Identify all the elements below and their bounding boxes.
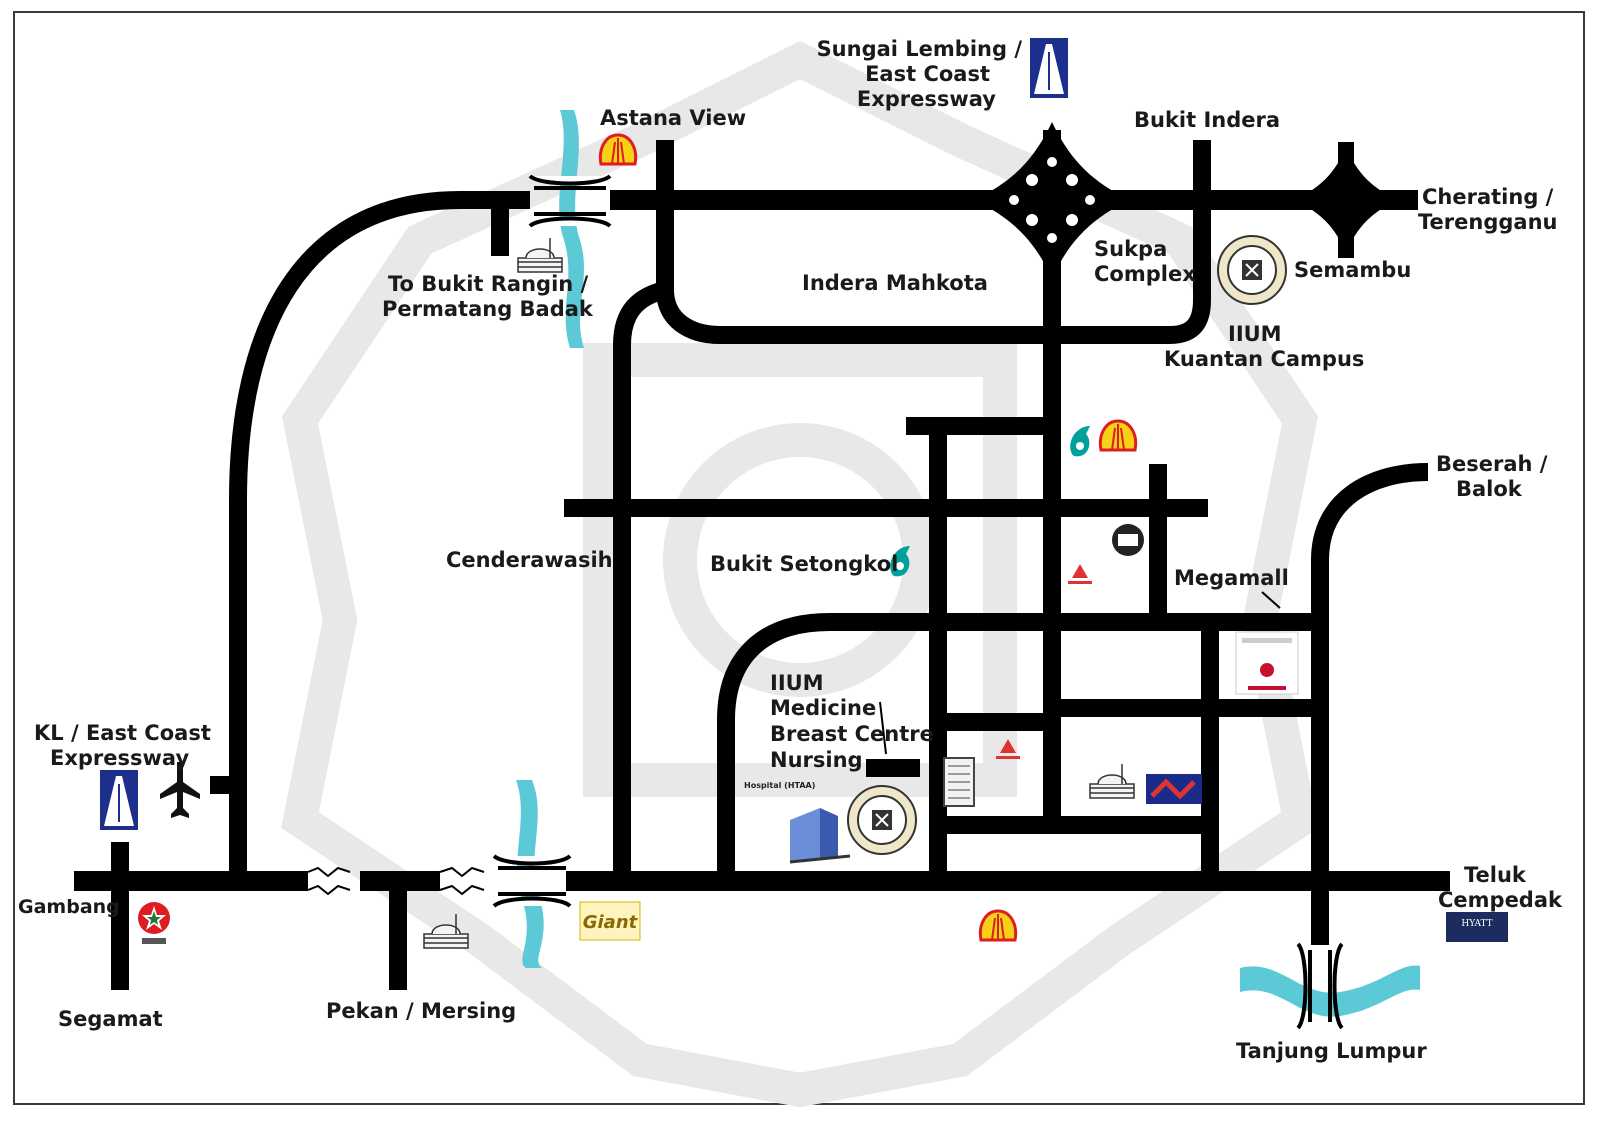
giant-logo: Giant bbox=[579, 901, 641, 941]
caltex-icon bbox=[138, 902, 170, 944]
shell-icon bbox=[598, 133, 638, 166]
label-sungai-lembing: Expressway bbox=[857, 87, 996, 111]
mosque-icon bbox=[517, 238, 563, 273]
label-sukpa-complex: Complex bbox=[1094, 262, 1196, 286]
label-hospital-htaa: Hospital (HTAA) bbox=[744, 781, 815, 790]
label-sukpa-complex: Sukpa bbox=[1094, 237, 1167, 261]
expressway-sign-icon bbox=[1030, 38, 1068, 98]
building-icon bbox=[943, 757, 975, 807]
iium-logo-icon bbox=[1217, 235, 1287, 305]
mosque-icon bbox=[1089, 764, 1135, 799]
svg-text:Giant: Giant bbox=[583, 912, 639, 933]
label-semambu: Semambu bbox=[1294, 258, 1411, 282]
label-iium-medicine: IIUM bbox=[770, 671, 824, 695]
map-labels: Sungai Lembing / East Coast Expressway A… bbox=[18, 37, 1563, 1063]
mosque-icon bbox=[423, 914, 469, 949]
road-indera-loop bbox=[656, 140, 1211, 344]
label-segamat: Segamat bbox=[58, 1007, 163, 1031]
petronas-icon bbox=[1070, 426, 1090, 457]
label-gambang: Gambang bbox=[18, 896, 120, 918]
label-kl-expressway: KL / East Coast bbox=[34, 721, 211, 745]
bank-logo bbox=[996, 739, 1020, 759]
label-bukit-indera: Bukit Indera bbox=[1134, 108, 1280, 132]
store-logo bbox=[1146, 774, 1202, 804]
label-tanjung-lumpur: Tanjung Lumpur bbox=[1236, 1039, 1427, 1063]
label-to-bukit-rangin: To Bukit Rangin / bbox=[388, 272, 589, 296]
label-cenderawasih: Cenderawasih bbox=[446, 548, 613, 572]
road-west-curve bbox=[229, 191, 530, 881]
badge-logo bbox=[1112, 524, 1144, 556]
label-pekan-mersing: Pekan / Mersing bbox=[326, 999, 516, 1023]
road-cenderawasih bbox=[613, 281, 668, 881]
label-iium-kuantan: Kuantan Campus bbox=[1164, 347, 1364, 371]
label-bukit-setongkol: Bukit Setongkol bbox=[710, 552, 898, 576]
label-teluk-cempedak: Teluk bbox=[1464, 863, 1527, 887]
svg-text:HYATT: HYATT bbox=[1461, 919, 1492, 929]
river-north bbox=[559, 110, 584, 348]
label-sungai-lembing: East Coast bbox=[865, 62, 990, 86]
airplane-icon bbox=[160, 762, 200, 818]
roads bbox=[74, 122, 1450, 1030]
label-kl-expressway: Expressway bbox=[50, 746, 189, 770]
river-east bbox=[1240, 965, 1420, 1017]
road-beserah bbox=[1311, 463, 1429, 945]
roundabout-central bbox=[974, 122, 1130, 278]
shell-icon bbox=[978, 909, 1018, 942]
bridge-south bbox=[492, 854, 572, 908]
label-iium-medicine: Medicine bbox=[770, 696, 876, 720]
label-iium-kuantan: IIUM bbox=[1228, 322, 1282, 346]
hyatt-logo: HYATT bbox=[1446, 912, 1508, 942]
label-astana-view: Astana View bbox=[600, 106, 746, 130]
road-curve-hospital bbox=[717, 613, 1320, 881]
store-logo bbox=[1235, 631, 1299, 695]
petronas-icon bbox=[890, 546, 910, 577]
bridge-north bbox=[528, 174, 612, 228]
expressway-sign-icon bbox=[100, 770, 138, 830]
label-megamall: Megamall bbox=[1174, 566, 1289, 590]
bridge-east bbox=[1296, 942, 1344, 1030]
label-beserah: Beserah / bbox=[1436, 452, 1548, 476]
iium-logo-icon bbox=[847, 785, 917, 855]
label-cherating: Cherating / bbox=[1422, 185, 1554, 209]
watermark bbox=[281, 40, 1319, 1108]
hospital-building-icon bbox=[789, 808, 851, 864]
label-teluk-cempedak: Cempedak bbox=[1438, 888, 1563, 912]
label-iium-medicine: Nursing bbox=[770, 748, 863, 772]
bank-logo bbox=[1068, 564, 1092, 584]
shell-icon bbox=[1098, 419, 1138, 452]
label-beserah: Balok bbox=[1456, 477, 1523, 501]
label-to-bukit-rangin: Permatang Badak bbox=[382, 297, 594, 321]
label-cherating: Terengganu bbox=[1418, 210, 1557, 234]
label-iium-medicine: Breast Centre bbox=[770, 722, 934, 746]
label-sungai-lembing: Sungai Lembing / bbox=[817, 37, 1023, 61]
label-indera-mahkota: Indera Mahkota bbox=[802, 271, 988, 295]
